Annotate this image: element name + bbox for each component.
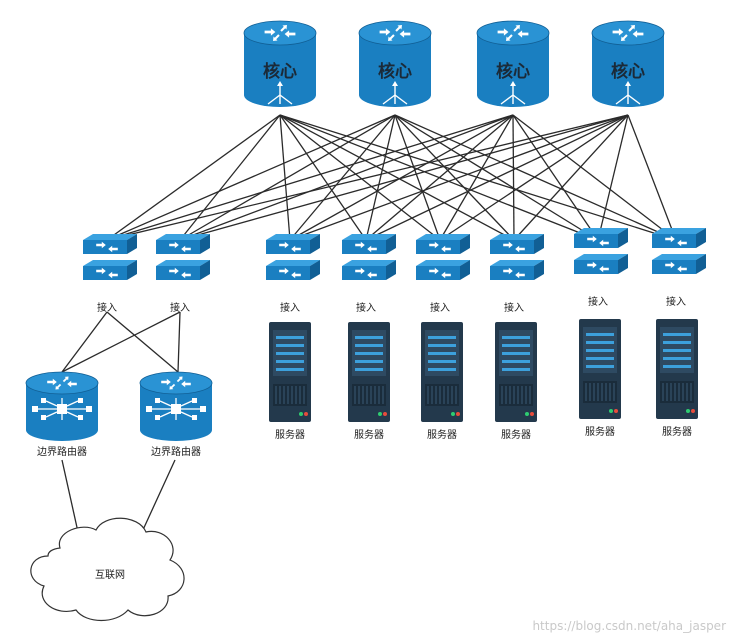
server[interactable]: 服务器 <box>579 319 621 438</box>
access-switch[interactable]: 接入 <box>416 234 470 314</box>
server-label: 服务器 <box>501 428 531 441</box>
internet-label: 互联网 <box>95 569 125 581</box>
core-label: 核心 <box>378 61 412 82</box>
access-switches: 接入 接入 <box>83 228 706 314</box>
internet-cloud[interactable]: 互联网 <box>30 517 185 621</box>
server-label: 服务器 <box>427 428 457 441</box>
server-icon <box>421 322 463 422</box>
server-icon <box>579 319 621 419</box>
border-router[interactable]: 边界路由器 <box>25 371 99 458</box>
server-icon <box>656 319 698 419</box>
server[interactable]: 服务器 <box>348 322 390 441</box>
access-switch[interactable]: 接入 <box>652 228 706 308</box>
access-label: 接入 <box>666 295 686 308</box>
border-router-icon <box>25 371 99 441</box>
border-router-label: 边界路由器 <box>37 445 87 458</box>
switch-icon <box>416 234 470 280</box>
switch-icon <box>342 234 396 280</box>
server-icon <box>348 322 390 422</box>
server[interactable]: 服务器 <box>656 319 698 438</box>
access-switch[interactable]: 接入 <box>156 234 210 314</box>
core-router-icon[interactable]: 核心 <box>591 20 665 107</box>
border-routers: 边界路由器 边界路由器 <box>25 371 213 458</box>
access-label: 接入 <box>588 295 608 308</box>
server[interactable]: 服务器 <box>495 322 537 441</box>
access-switch[interactable]: 接入 <box>342 234 396 314</box>
core-router-icon[interactable]: 核心 <box>358 20 432 107</box>
switch-icon <box>83 234 137 280</box>
access-label: 接入 <box>356 301 376 314</box>
border-router[interactable]: 边界路由器 <box>139 371 213 458</box>
core-label: 核心 <box>611 61 645 82</box>
access-switch[interactable]: 接入 <box>574 228 628 308</box>
switch-icon <box>574 228 628 274</box>
core-label: 核心 <box>496 61 530 82</box>
access-label: 接入 <box>430 301 450 314</box>
access-label: 接入 <box>170 301 190 314</box>
core-label: 核心 <box>263 61 297 82</box>
server[interactable]: 服务器 <box>269 322 311 441</box>
core-access-links <box>106 114 677 241</box>
core-routers: 核心 核心 核心 <box>243 20 665 107</box>
switch-icon <box>156 234 210 280</box>
border-router-label: 边界路由器 <box>151 445 201 458</box>
servers: 服务器 服务器 <box>269 319 698 441</box>
server[interactable]: 服务器 <box>421 322 463 441</box>
server-icon <box>269 322 311 422</box>
server-label: 服务器 <box>275 428 305 441</box>
switch-icon <box>652 228 706 274</box>
access-label: 接入 <box>97 301 117 314</box>
border-internet-links <box>61 459 176 533</box>
core-router-icon[interactable]: 核心 <box>476 20 550 107</box>
access-label: 接入 <box>280 301 300 314</box>
server-label: 服务器 <box>662 425 692 438</box>
watermark-text: https://blog.csdn.net/aha_jasper <box>532 619 726 633</box>
server-icon <box>495 322 537 422</box>
access-label: 接入 <box>504 301 524 314</box>
cloud-icon <box>30 517 185 621</box>
server-label: 服务器 <box>585 425 615 438</box>
switch-icon <box>490 234 544 280</box>
access-border-links <box>61 311 181 373</box>
access-switch[interactable]: 接入 <box>83 234 137 314</box>
access-switch[interactable]: 接入 <box>266 234 320 314</box>
switch-icon <box>266 234 320 280</box>
border-router-icon <box>139 371 213 441</box>
server-label: 服务器 <box>354 428 384 441</box>
links-layer <box>61 114 677 533</box>
core-router-icon[interactable]: 核心 <box>243 20 317 107</box>
access-switch[interactable]: 接入 <box>490 234 544 314</box>
